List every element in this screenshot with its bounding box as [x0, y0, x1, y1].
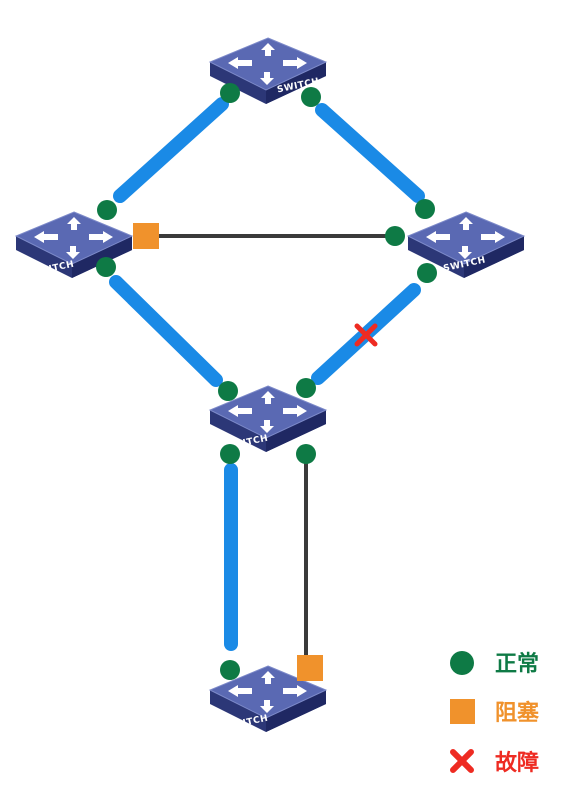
- legend-normal-icon: [450, 651, 474, 675]
- port-normal: [301, 87, 321, 107]
- port-normal: [296, 378, 316, 398]
- legend-normal-label: 正常: [495, 651, 539, 677]
- port-normal: [97, 200, 117, 220]
- port-blocked: [133, 223, 159, 249]
- port-normal: [218, 381, 238, 401]
- port-normal: [296, 444, 316, 464]
- switch-right[interactable]: SWITCH: [407, 211, 525, 279]
- port-normal: [96, 257, 116, 277]
- port-normal: [220, 660, 240, 680]
- port-normal: [220, 83, 240, 103]
- link-top-left: [113, 97, 229, 203]
- port-normal: [220, 444, 240, 464]
- port-blocked: [297, 655, 323, 681]
- legend-blocked-icon: [450, 699, 475, 724]
- legend-blocked-label: 阻塞: [495, 700, 540, 726]
- fault-marker-icon: [354, 323, 378, 347]
- link-top-right: [315, 103, 425, 203]
- legend-fault-label: 故障: [495, 750, 539, 776]
- legend-fault-icon: [450, 749, 474, 773]
- legend: 正常 阻塞 故障: [450, 651, 540, 776]
- port-normal: [385, 226, 405, 246]
- port-normal: [417, 263, 437, 283]
- port-normal: [415, 199, 435, 219]
- link-left-middle: [109, 275, 223, 387]
